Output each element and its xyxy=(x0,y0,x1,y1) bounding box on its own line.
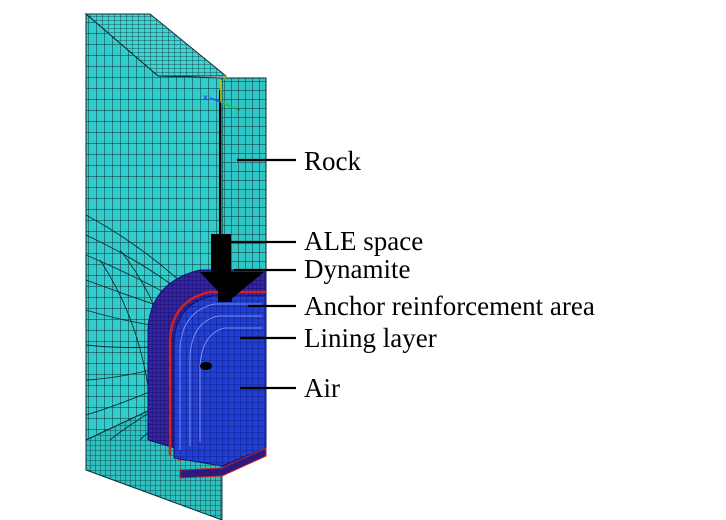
axis-z-label: z xyxy=(223,73,227,82)
axis-y-label: y xyxy=(236,105,241,114)
cavity-bottom-band xyxy=(179,447,267,479)
label-ale-space: ALE space xyxy=(304,226,423,256)
x-axis-line xyxy=(209,97,222,103)
label-air: Air xyxy=(304,373,340,403)
axis-triad: z y x xyxy=(203,73,241,114)
y-axis-line xyxy=(220,101,235,109)
lining-layer xyxy=(168,290,266,455)
charge-center-mark xyxy=(200,362,212,370)
blast-hole xyxy=(200,90,264,302)
leader-lines xyxy=(226,158,296,390)
axis-x-label: x xyxy=(203,93,208,102)
dynamite-stem xyxy=(218,272,232,302)
ale-space xyxy=(211,234,231,272)
label-anchor-reinforcement-area: Anchor reinforcement area xyxy=(304,291,595,321)
labels: Rock ALE space Dynamite Anchor reinforce… xyxy=(304,146,595,403)
label-dynamite: Dynamite xyxy=(304,254,410,284)
label-lining-layer: Lining layer xyxy=(304,323,437,353)
label-rock: Rock xyxy=(304,146,361,176)
